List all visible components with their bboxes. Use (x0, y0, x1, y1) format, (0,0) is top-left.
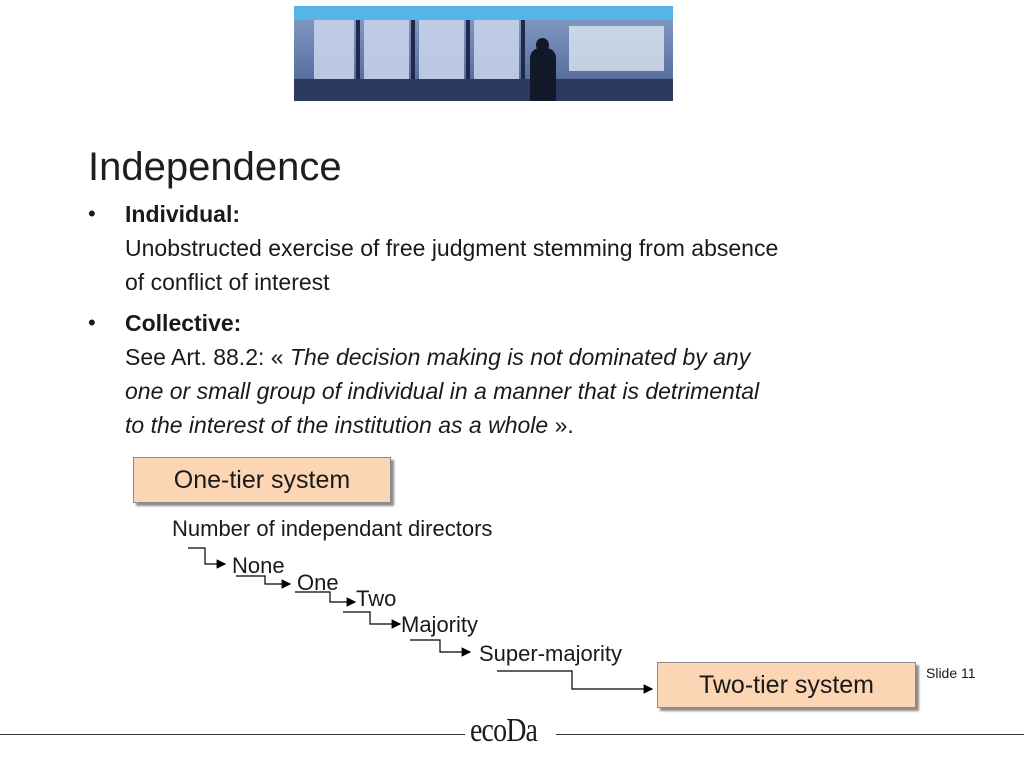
step-two: Two (356, 586, 397, 611)
bullet-individual: • (88, 201, 96, 226)
collective-suffix: ». (548, 412, 574, 438)
collective-quote-line2: one or small group of individual in a ma… (125, 378, 760, 404)
collective-quote-line1: The decision making is not dominated by … (289, 344, 751, 370)
arrow-to-two-tier (497, 670, 654, 694)
step-one: One (297, 570, 339, 595)
diagram-heading: Number of independant directors (172, 516, 493, 541)
two-tier-system-box: Two-tier system (657, 662, 916, 708)
footer-rule-left (0, 734, 465, 735)
one-tier-system-box: One-tier system (133, 457, 391, 503)
collective-text-line2: one or small group of individual in a ma… (125, 374, 945, 408)
individual-text-line1: Unobstructed exercise of free judgment s… (125, 235, 779, 261)
step-super-majority: Super-majority (479, 641, 623, 666)
header-banner-image (294, 6, 673, 101)
individual-text-line2: of conflict of interest (125, 269, 330, 295)
step-none: None (232, 553, 285, 578)
collective-heading: Collective: (125, 310, 242, 336)
slide-number: Slide 11 (926, 665, 976, 681)
footer-rule-right (556, 734, 1024, 735)
collective-text-line1: See Art. 88.2: « The decision making is … (125, 340, 945, 374)
step-majority: Majority (401, 612, 479, 637)
slide-title: Independence (88, 145, 342, 189)
arrow-to-one (236, 575, 292, 589)
ecoda-logo: ecoDa (470, 712, 538, 749)
collective-prefix: See Art. 88.2: « (125, 344, 290, 370)
bullet-collective: • (88, 310, 96, 335)
arrow-to-majority (343, 611, 402, 629)
individual-heading: Individual: (125, 201, 240, 227)
arrow-to-none (188, 547, 227, 569)
collective-text-line3: to the interest of the institution as a … (125, 408, 945, 442)
arrow-to-super-majority (410, 639, 472, 657)
arrow-to-two (295, 591, 357, 607)
collective-quote-line3: to the interest of the institution as a … (125, 412, 549, 438)
